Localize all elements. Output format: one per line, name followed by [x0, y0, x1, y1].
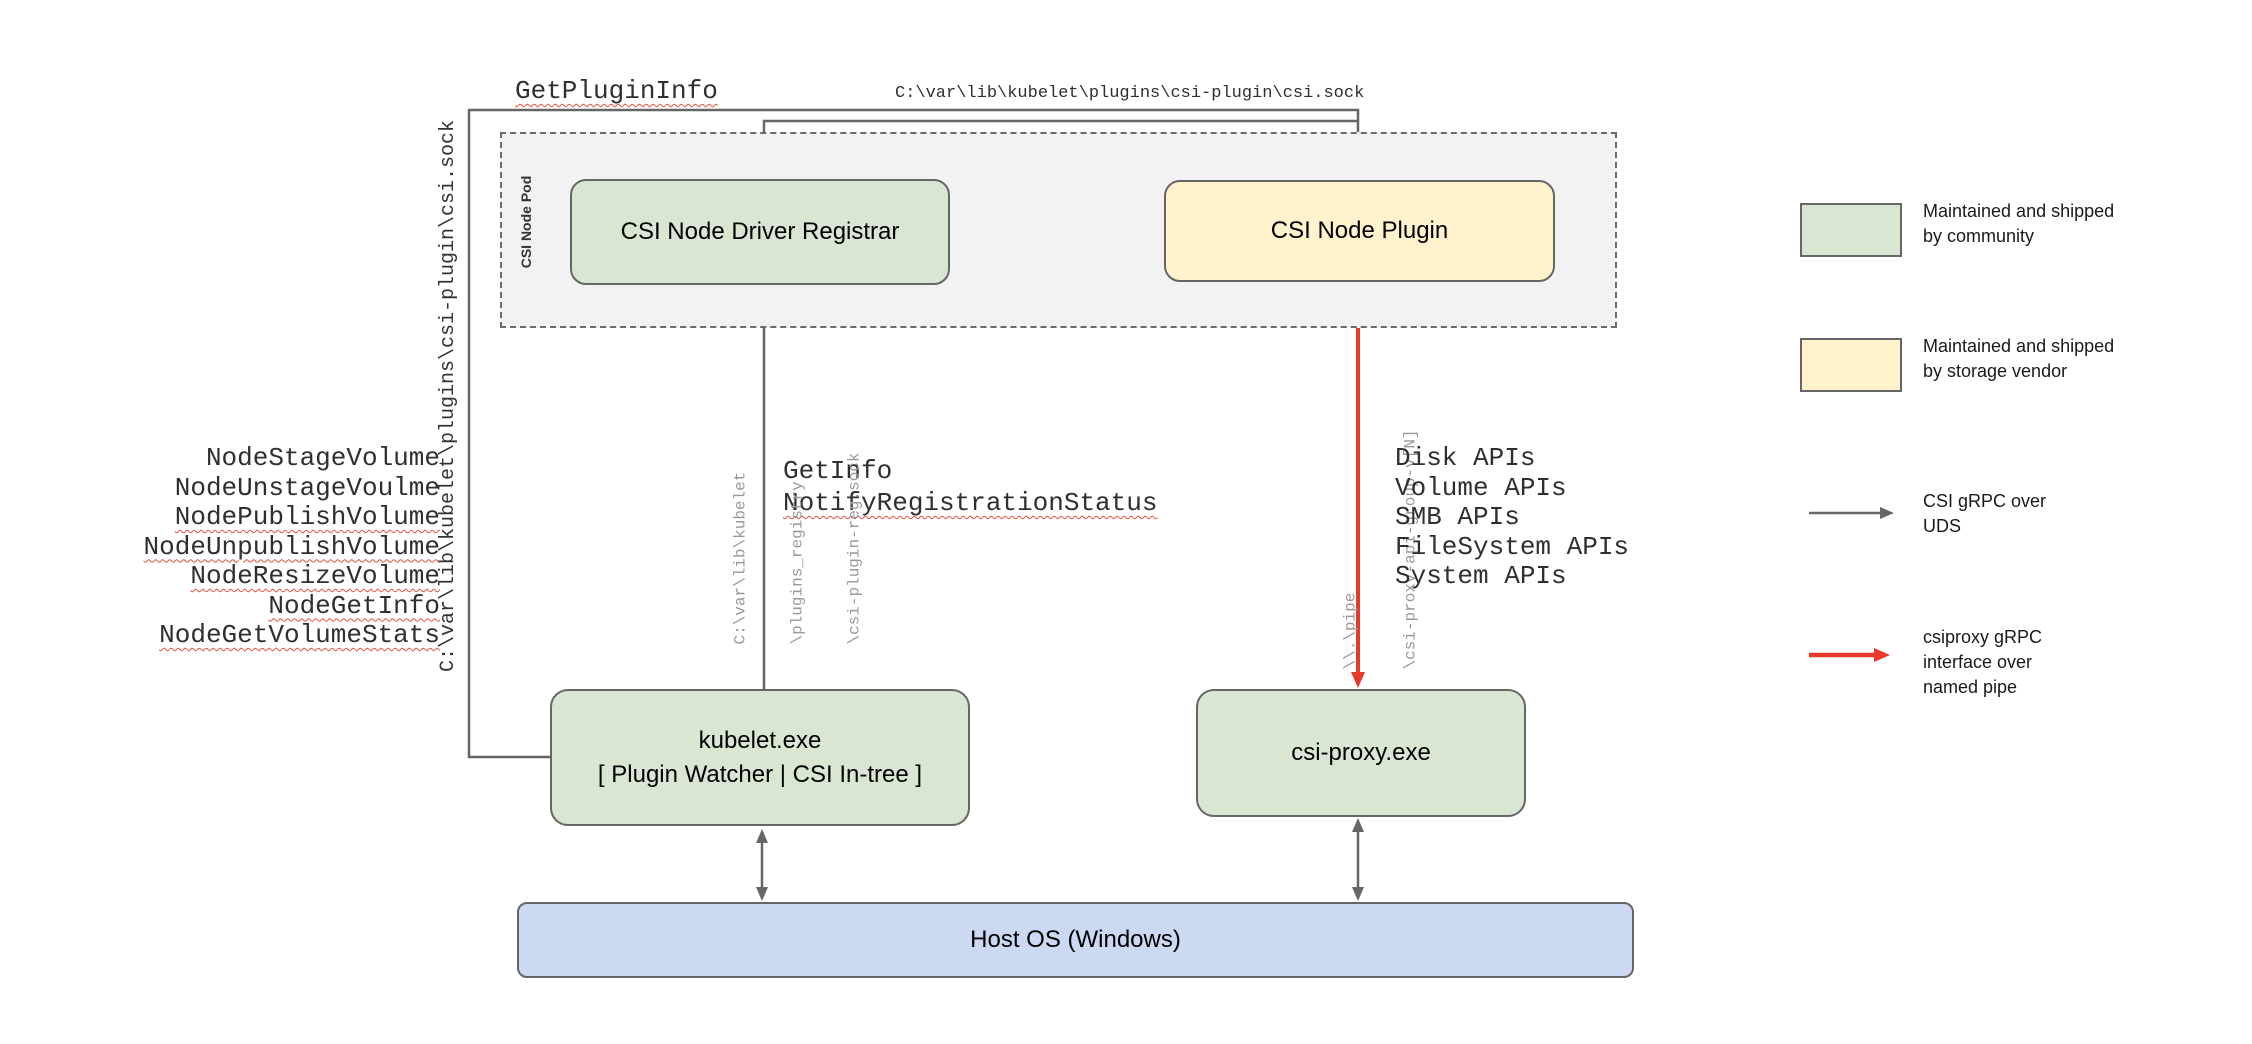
- legend-community-label: Maintained and shipped by community: [1923, 201, 2115, 246]
- csi-proxy-box: csi-proxy.exe: [1196, 689, 1526, 817]
- csi-sock-vertical-label: C:\var\lib\kubelet\plugins\csi-plugin\cs…: [437, 119, 460, 673]
- named-pipe-vertical-label: \\.\pipe \csi-proxy-api-group-v[N]: [1301, 385, 1420, 669]
- kubelet-subtitle: [ Plugin Watcher | CSI In-tree ]: [597, 760, 923, 788]
- legend-swatch-community: [1800, 203, 1902, 257]
- csi-sock-path-label: C:\var\lib\kubelet\plugins\csi-plugin\cs…: [895, 84, 1365, 103]
- legend-vendor-label: Maintained and shipped by storage vendor: [1923, 336, 2115, 381]
- registry-socket-line: \plugins_registry: [788, 481, 807, 645]
- node-calls-list: NodeStageVolume NodeUnstageVoulme NodePu…: [100, 443, 440, 651]
- node-call-item: NodeResizeVolume: [190, 561, 440, 591]
- api-item: FileSystem APIs: [1395, 531, 1630, 562]
- grpc-arrow-kubelet-to-plugin: [467, 108, 1364, 759]
- host-os-box: Host OS (Windows): [517, 902, 1634, 978]
- api-item: Disk APIs: [1395, 443, 1536, 473]
- get-info-label: GetInfo: [783, 456, 893, 486]
- node-call-item: NodeGetInfo: [268, 590, 440, 621]
- windows-api-list: Disk APIs Volume APIs SMB APIs FileSyste…: [1395, 443, 1630, 592]
- node-call-item: NodeUnstageVoulme: [174, 472, 440, 503]
- named-pipe-line: \\.\pipe: [1341, 592, 1360, 670]
- kubelet-title: kubelet.exe: [698, 726, 822, 754]
- get-plugin-info-label: GetPluginInfo: [515, 76, 718, 106]
- csi-node-plugin-box: CSI Node Plugin: [1164, 180, 1555, 282]
- csi-node-pod-label: CSI Node Pod: [518, 175, 534, 269]
- node-call-item: NodeGetVolumeStats: [159, 620, 440, 650]
- registry-socket-vertical-label: C:\var\lib\kubelet \plugins_registry \cs…: [694, 425, 864, 645]
- registry-socket-line: C:\var\lib\kubelet: [731, 471, 750, 645]
- legend-gray-arrow-label: CSI gRPC over UDS: [1923, 491, 2047, 536]
- node-call-item: NodeStageVolume: [205, 443, 440, 473]
- notify-registration-status-label: NotifyRegistrationStatus: [783, 488, 1158, 518]
- csi-node-driver-registrar-box: CSI Node Driver Registrar: [570, 179, 950, 285]
- legend-swatch-vendor: [1800, 338, 1902, 392]
- node-call-item: NodePublishVolume: [174, 502, 440, 532]
- api-item: System APIs: [1395, 561, 1567, 591]
- api-item: SMB APIs: [1395, 502, 1520, 532]
- registration-calls: GetInfo NotifyRegistrationStatus: [783, 455, 1157, 519]
- node-call-item: NodeUnpublishVolume: [143, 531, 440, 562]
- legend-red-arrow-label: csiproxy gRPC interface over named pipe: [1923, 627, 2043, 697]
- registry-socket-line: \csi-plugin-reg.sock: [845, 452, 864, 645]
- api-item: Volume APIs: [1395, 472, 1567, 503]
- kubelet-box: kubelet.exe [ Plugin Watcher | CSI In-tr…: [550, 689, 970, 826]
